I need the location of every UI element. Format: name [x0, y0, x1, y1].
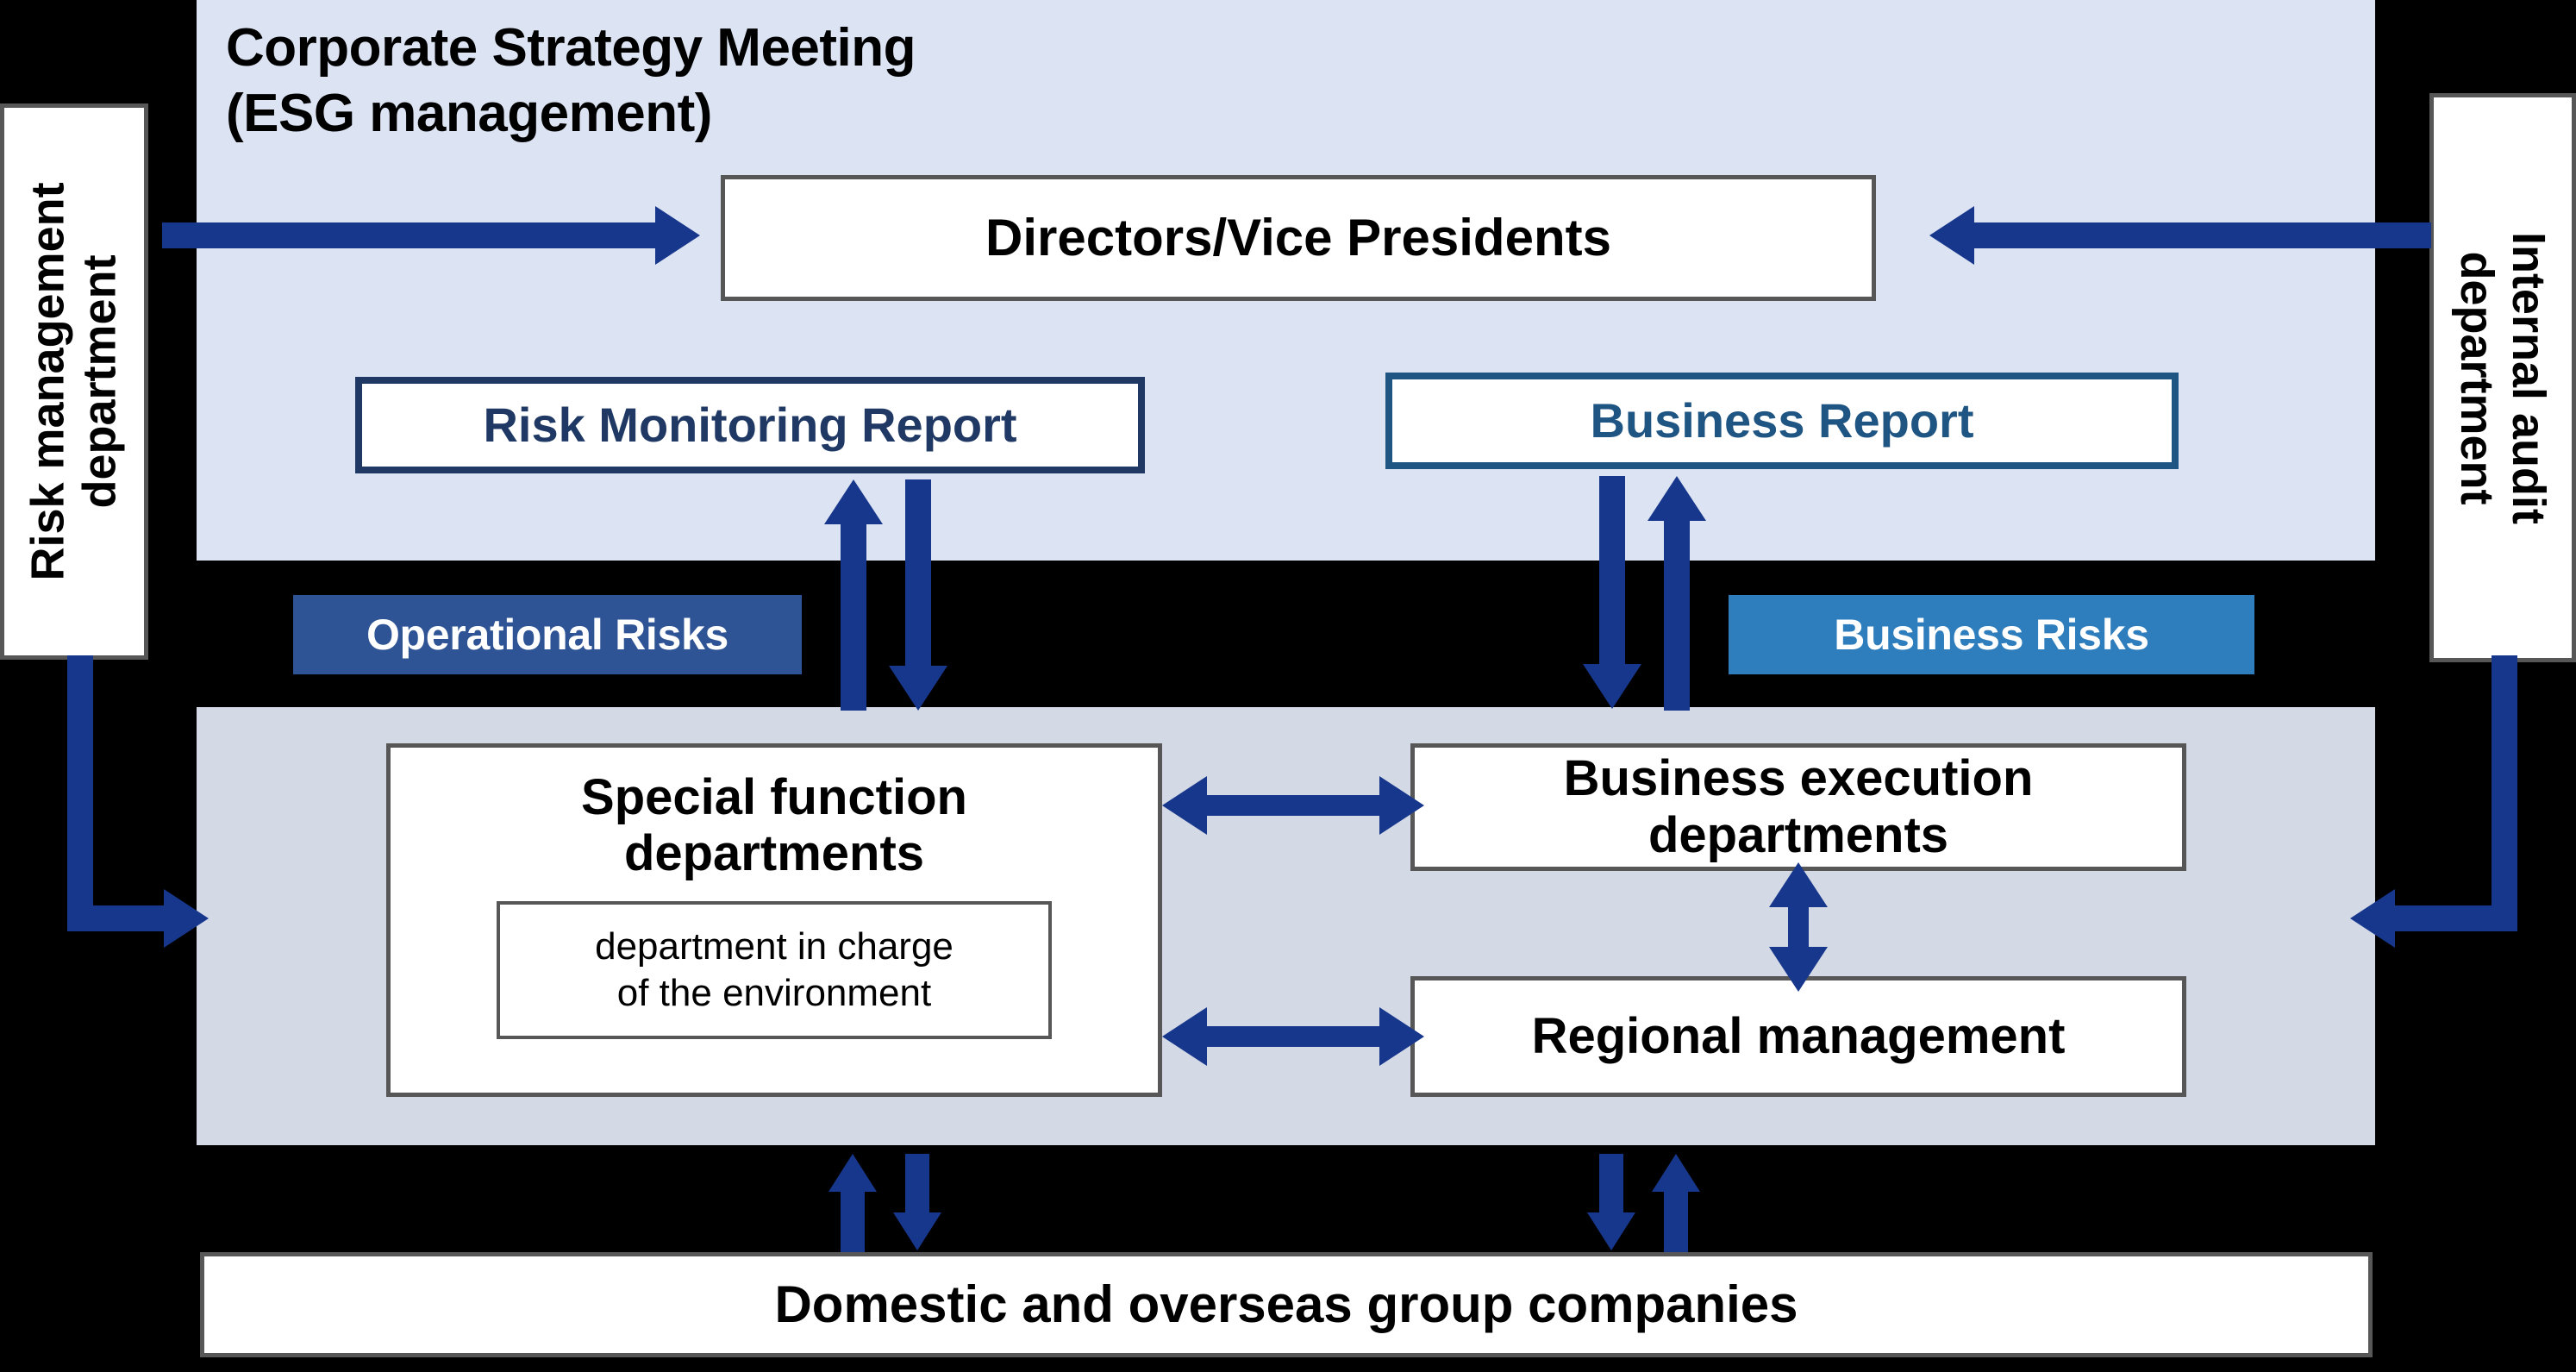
special-function-departments-box[interactable]: Special function departments department …: [386, 743, 1162, 1097]
environment-line-2: of the environment: [616, 971, 932, 1014]
business-execution-line-2: departments: [1648, 807, 1949, 863]
special-function-line-1: Special function: [581, 769, 967, 825]
internal-audit-line-1: Internal audit: [2503, 231, 2555, 524]
internal-audit-line-2: department: [2451, 250, 2503, 505]
business-execution-line-1: Business execution: [1563, 749, 2034, 806]
group-companies-label: Domestic and overseas group companies: [774, 1275, 1798, 1333]
special-function-line-2: departments: [623, 824, 925, 881]
risk-monitoring-report-box[interactable]: Risk Monitoring Report: [355, 377, 1145, 473]
title-line-1: Corporate Strategy Meeting: [226, 18, 916, 78]
environment-line-1: department in charge: [595, 925, 953, 968]
business-report-box[interactable]: Business Report: [1385, 373, 2179, 469]
environment-department-box[interactable]: department in charge of the environment: [497, 900, 1052, 1039]
risk-mgmt-line-1: Risk management: [22, 182, 74, 581]
title-line-2: (ESG management): [226, 83, 712, 143]
internal-audit-department-box[interactable]: Internal audit department: [2429, 93, 2576, 662]
risk-mgmt-line-2: department: [74, 254, 127, 509]
business-risks-label: Business Risks: [1834, 611, 2149, 659]
risk-monitoring-report-label: Risk Monitoring Report: [483, 397, 1017, 452]
directors-label: Directors/Vice Presidents: [985, 208, 1611, 266]
regional-management-label: Regional management: [1531, 1007, 2066, 1064]
page-title: Corporate Strategy Meeting (ESG manageme…: [226, 16, 1433, 146]
business-report-label: Business Report: [1590, 392, 1974, 448]
operational-risks-badge: Operational Risks: [293, 595, 802, 674]
directors-vice-presidents-box[interactable]: Directors/Vice Presidents: [721, 175, 1876, 301]
risk-management-department-box[interactable]: Risk management department: [0, 103, 148, 660]
business-execution-departments-box[interactable]: Business execution departments: [1410, 743, 2186, 871]
risk-management-department-label: Risk management department: [22, 182, 127, 580]
group-companies-box[interactable]: Domestic and overseas group companies: [200, 1252, 2373, 1357]
business-risks-badge: Business Risks: [1729, 595, 2254, 674]
regional-management-box[interactable]: Regional management: [1410, 976, 2186, 1097]
internal-audit-department-label: Internal audit department: [2451, 231, 2555, 524]
operational-risks-label: Operational Risks: [366, 611, 729, 659]
special-function-title: Special function departments: [581, 769, 967, 882]
